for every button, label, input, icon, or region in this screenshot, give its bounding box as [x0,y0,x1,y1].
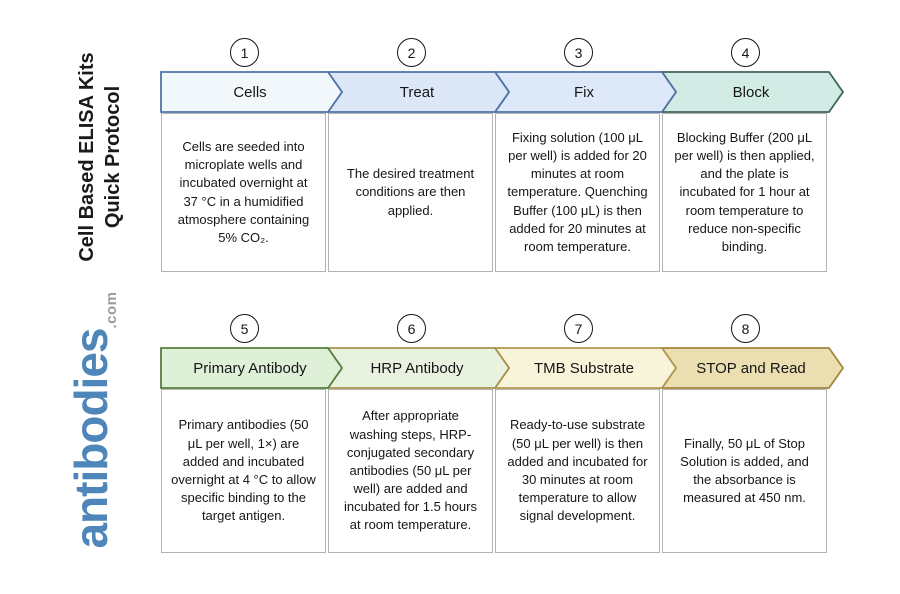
page-title-line1: Cell Based ELISA Kits [76,52,98,262]
chevron-fix [493,71,678,113]
step-number-2: 2 [397,38,426,67]
chevron-bar-row2 [160,347,845,389]
chevron-treat [326,71,511,113]
step-description-hrp-antibody: After appropriate washing steps, HRP-con… [328,389,493,553]
step-number-7: 7 [564,314,593,343]
brand-logo: antibodies.com [64,260,120,580]
step-description-fix: Fixing solution (100 μL per well) is add… [495,113,660,272]
step-number-6: 6 [397,314,426,343]
step-number-4: 4 [731,38,760,67]
step-description-cells: Cells are seeded into microplate wells a… [161,113,326,272]
step-number-8: 8 [731,314,760,343]
step-number-1: 1 [230,38,259,67]
page-title: Cell Based ELISA Kits Quick Protocol [74,32,126,282]
step-number-3: 3 [564,38,593,67]
chevron-cells [160,71,344,113]
chevron-hrp-antibody [326,347,511,389]
chevron-tmb-substrate [493,347,678,389]
step-description-tmb-substrate: Ready-to-use substrate (50 μL per well) … [495,389,660,553]
step-description-primary-antibody: Primary antibodies (50 μL per well, 1×) … [161,389,326,553]
step-number-5: 5 [230,314,259,343]
chevron-primary-antibody [160,347,344,389]
step-description-stop-and-read: Finally, 50 μL of Stop Solution is added… [662,389,827,553]
chevron-stop-and-read [660,347,845,389]
chevron-block [660,71,845,113]
brand-logo-tld: .com [103,291,120,329]
chevron-bar-row1 [160,71,845,113]
step-description-treat: The desired treatment conditions are the… [328,113,493,272]
step-description-block: Blocking Buffer (200 μL per well) is the… [662,113,827,272]
brand-logo-name: antibodies [65,328,117,549]
page-title-line2: Quick Protocol [102,85,124,229]
